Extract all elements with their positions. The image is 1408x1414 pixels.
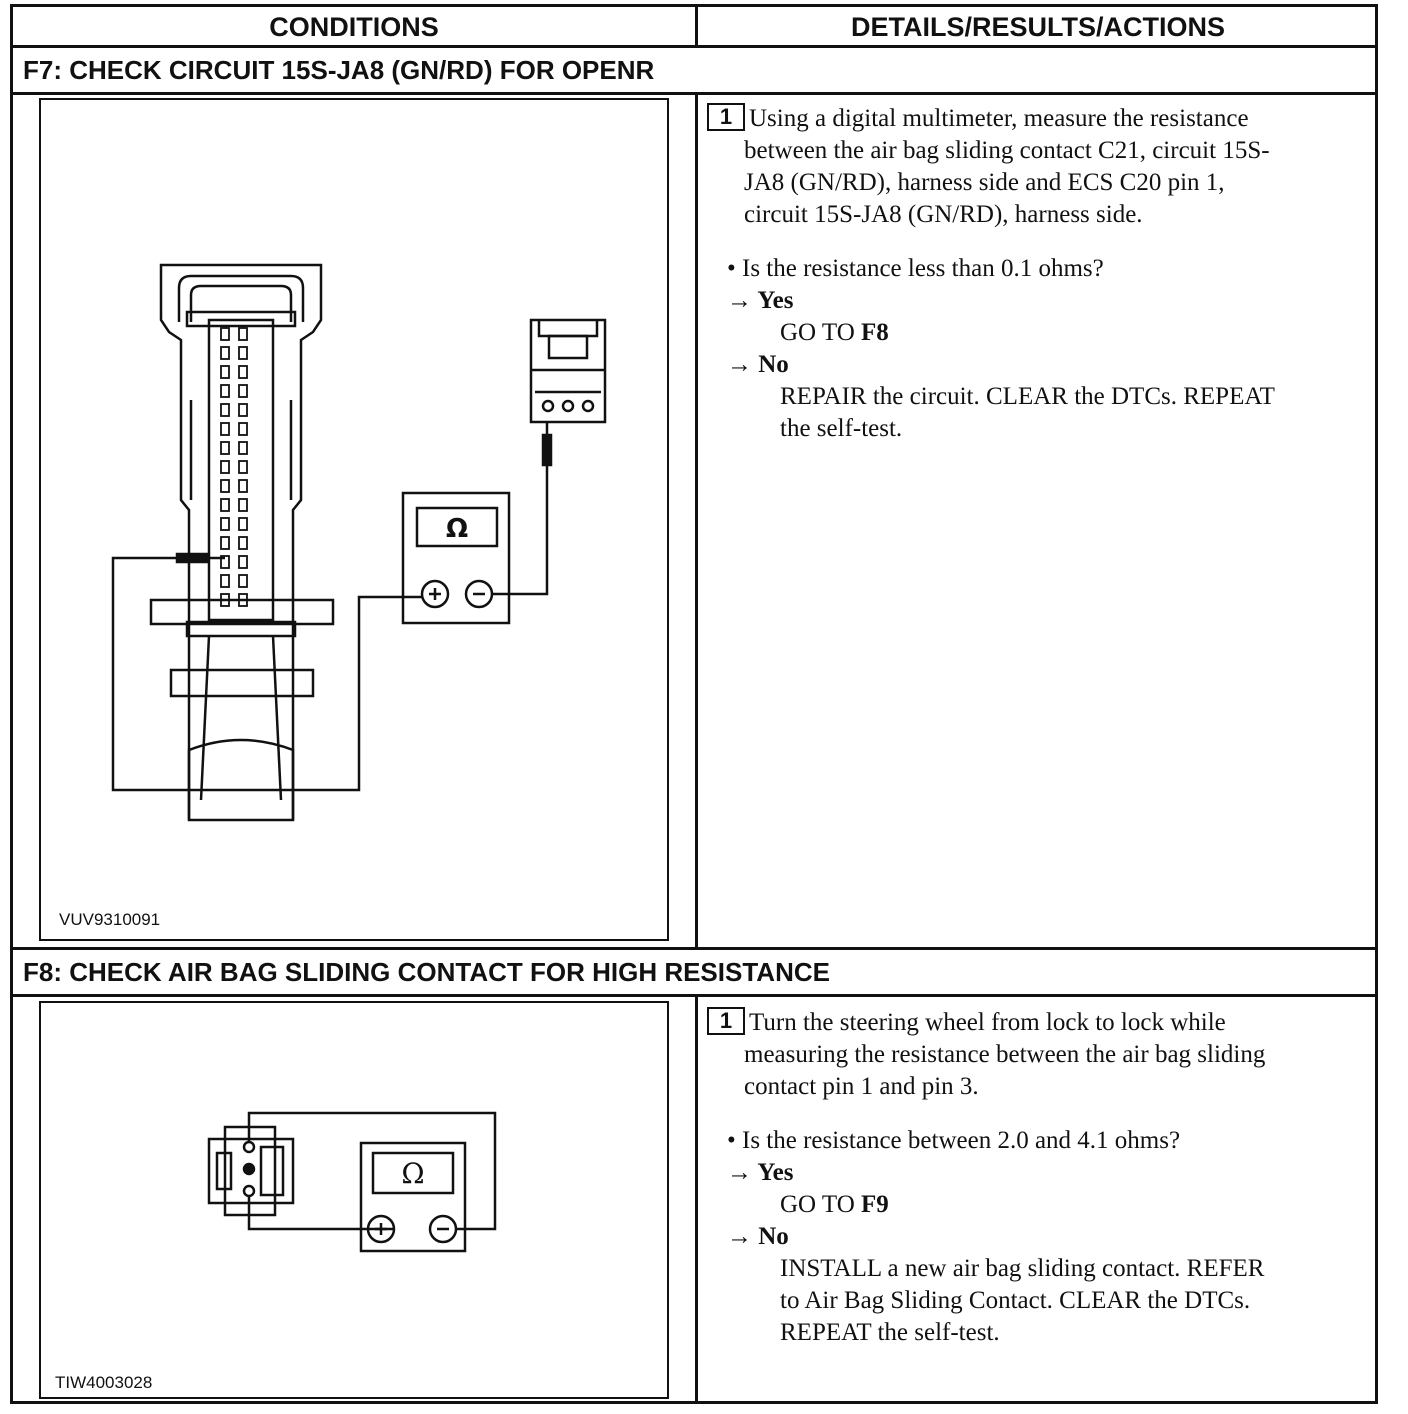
column-header-details: DETAILS/RESULTS/ACTIONS <box>850 12 1225 42</box>
column-divider <box>695 994 698 1404</box>
divider <box>13 994 1375 997</box>
f8-instruction-line: measuring the resistance between the air… <box>744 1041 1266 1068</box>
f7-step-number: 1 <box>707 103 745 131</box>
step-title-f7: F7: CHECK CIRCUIT 15S-JA8 (GN/RD) FOR OP… <box>23 55 655 85</box>
f7-instruction-line: JA8 (GN/RD), harness side and ECS C20 pi… <box>744 169 1225 196</box>
divider <box>13 45 1375 48</box>
f7-no-label: → No <box>727 351 789 378</box>
f7-yes-action: GO TO F8 <box>780 319 889 346</box>
divider <box>13 92 1375 95</box>
diagnostic-table: CONDITIONS DETAILS/RESULTS/ACTIONS F7: C… <box>10 4 1378 1404</box>
f7-yes-label: → Yes <box>727 287 794 314</box>
sliding-contact-multimeter-illustration: Ω <box>207 1111 497 1253</box>
column-divider <box>695 7 698 45</box>
f8-question: • Is the resistance between 2.0 and 4.1 … <box>727 1127 1181 1154</box>
f8-step-number: 1 <box>707 1007 745 1035</box>
column-header-conditions: CONDITIONS <box>269 12 439 42</box>
f7-instruction-line: between the air bag sliding contact C21,… <box>744 137 1270 164</box>
f7-question: • Is the resistance less than 0.1 ohms? <box>727 255 1104 282</box>
f7-no-action-line: the self-test. <box>780 415 903 442</box>
f7-no-action-line: REPAIR the circuit. CLEAR the DTCs. REPE… <box>780 383 1275 410</box>
divider <box>13 947 1375 950</box>
f8-no-action-line: to Air Bag Sliding Contact. CLEAR the DT… <box>780 1287 1251 1314</box>
step-title-f8: F8: CHECK AIR BAG SLIDING CONTACT FOR HI… <box>23 957 830 987</box>
column-divider <box>695 92 698 947</box>
connector-multimeter-illustration: Ω <box>111 263 607 822</box>
f8-yes-label: → Yes <box>727 1159 794 1186</box>
f8-no-label: → No <box>727 1223 789 1250</box>
f8-no-action-line: INSTALL a new air bag sliding contact. R… <box>780 1255 1265 1282</box>
f8-diagram: Ω TIW4003028 <box>39 1001 669 1399</box>
f7-meter-symbol: Ω <box>446 514 468 544</box>
f8-yes-action: GO TO F9 <box>780 1191 889 1218</box>
f8-no-action-line: REPEAT the self-test. <box>780 1319 1000 1346</box>
f8-meter-symbol: Ω <box>401 1157 424 1190</box>
f7-instruction-line: circuit 15S-JA8 (GN/RD), harness side. <box>744 201 1143 228</box>
f8-figure-id: TIW4003028 <box>55 1373 153 1392</box>
f7-figure-id: VUV9310091 <box>59 910 161 929</box>
f8-instruction-line: contact pin 1 and pin 3. <box>744 1073 979 1100</box>
f7-diagram: Ω VUV9310091 <box>39 98 669 941</box>
